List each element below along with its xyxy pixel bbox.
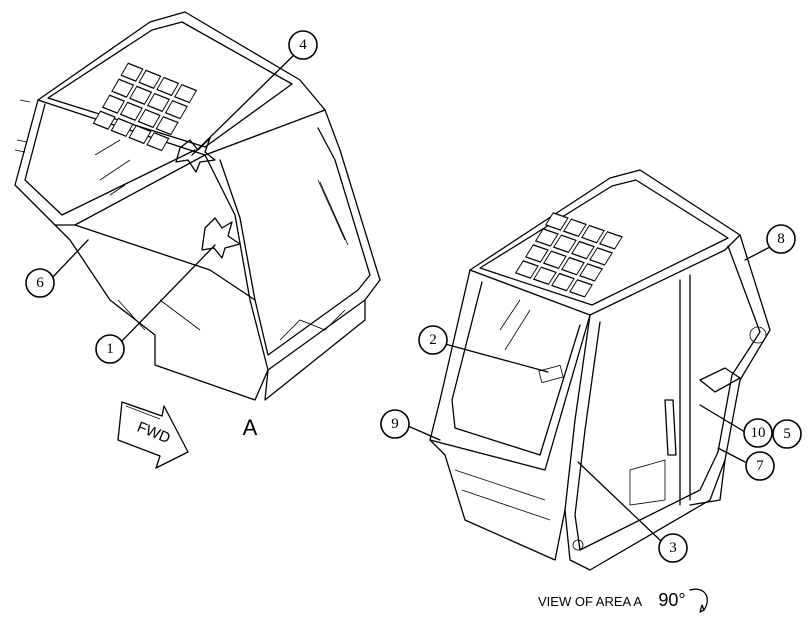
- callout-1: 1: [95, 334, 125, 364]
- rotation-label: 90°: [658, 590, 685, 610]
- fwd-label: FWD: [135, 419, 173, 448]
- area-a-label: A: [243, 415, 258, 440]
- leader-lines: [51, 52, 771, 543]
- left-cab-drawing: [14, 11, 381, 401]
- fwd-arrow: FWD: [117, 401, 189, 469]
- callout-10-label: 10: [751, 425, 766, 441]
- callout-10: 10: [743, 418, 773, 448]
- callout-8: 8: [766, 224, 796, 254]
- callout-3-label: 3: [669, 540, 677, 556]
- callout-6-label: 6: [36, 275, 44, 291]
- callout-4: 4: [288, 30, 318, 60]
- callout-5-label: 5: [783, 426, 791, 442]
- callout-3: 3: [658, 533, 688, 563]
- callout-9-label: 9: [391, 416, 399, 432]
- callout-7: 7: [745, 451, 775, 481]
- right-cab-drawing: [429, 169, 771, 571]
- callout-4-label: 4: [299, 37, 307, 53]
- rotate-arrow-icon: [689, 588, 708, 613]
- callout-8-label: 8: [777, 231, 785, 247]
- callout-2-label: 2: [429, 332, 437, 348]
- view-of-area-label: VIEW OF AREA A: [538, 594, 642, 609]
- callout-2: 2: [418, 325, 448, 355]
- callout-9: 9: [380, 409, 410, 439]
- callout-6: 6: [25, 268, 55, 298]
- callout-5: 5: [772, 419, 802, 449]
- callout-7-label: 7: [756, 458, 764, 474]
- callout-1-label: 1: [106, 341, 114, 357]
